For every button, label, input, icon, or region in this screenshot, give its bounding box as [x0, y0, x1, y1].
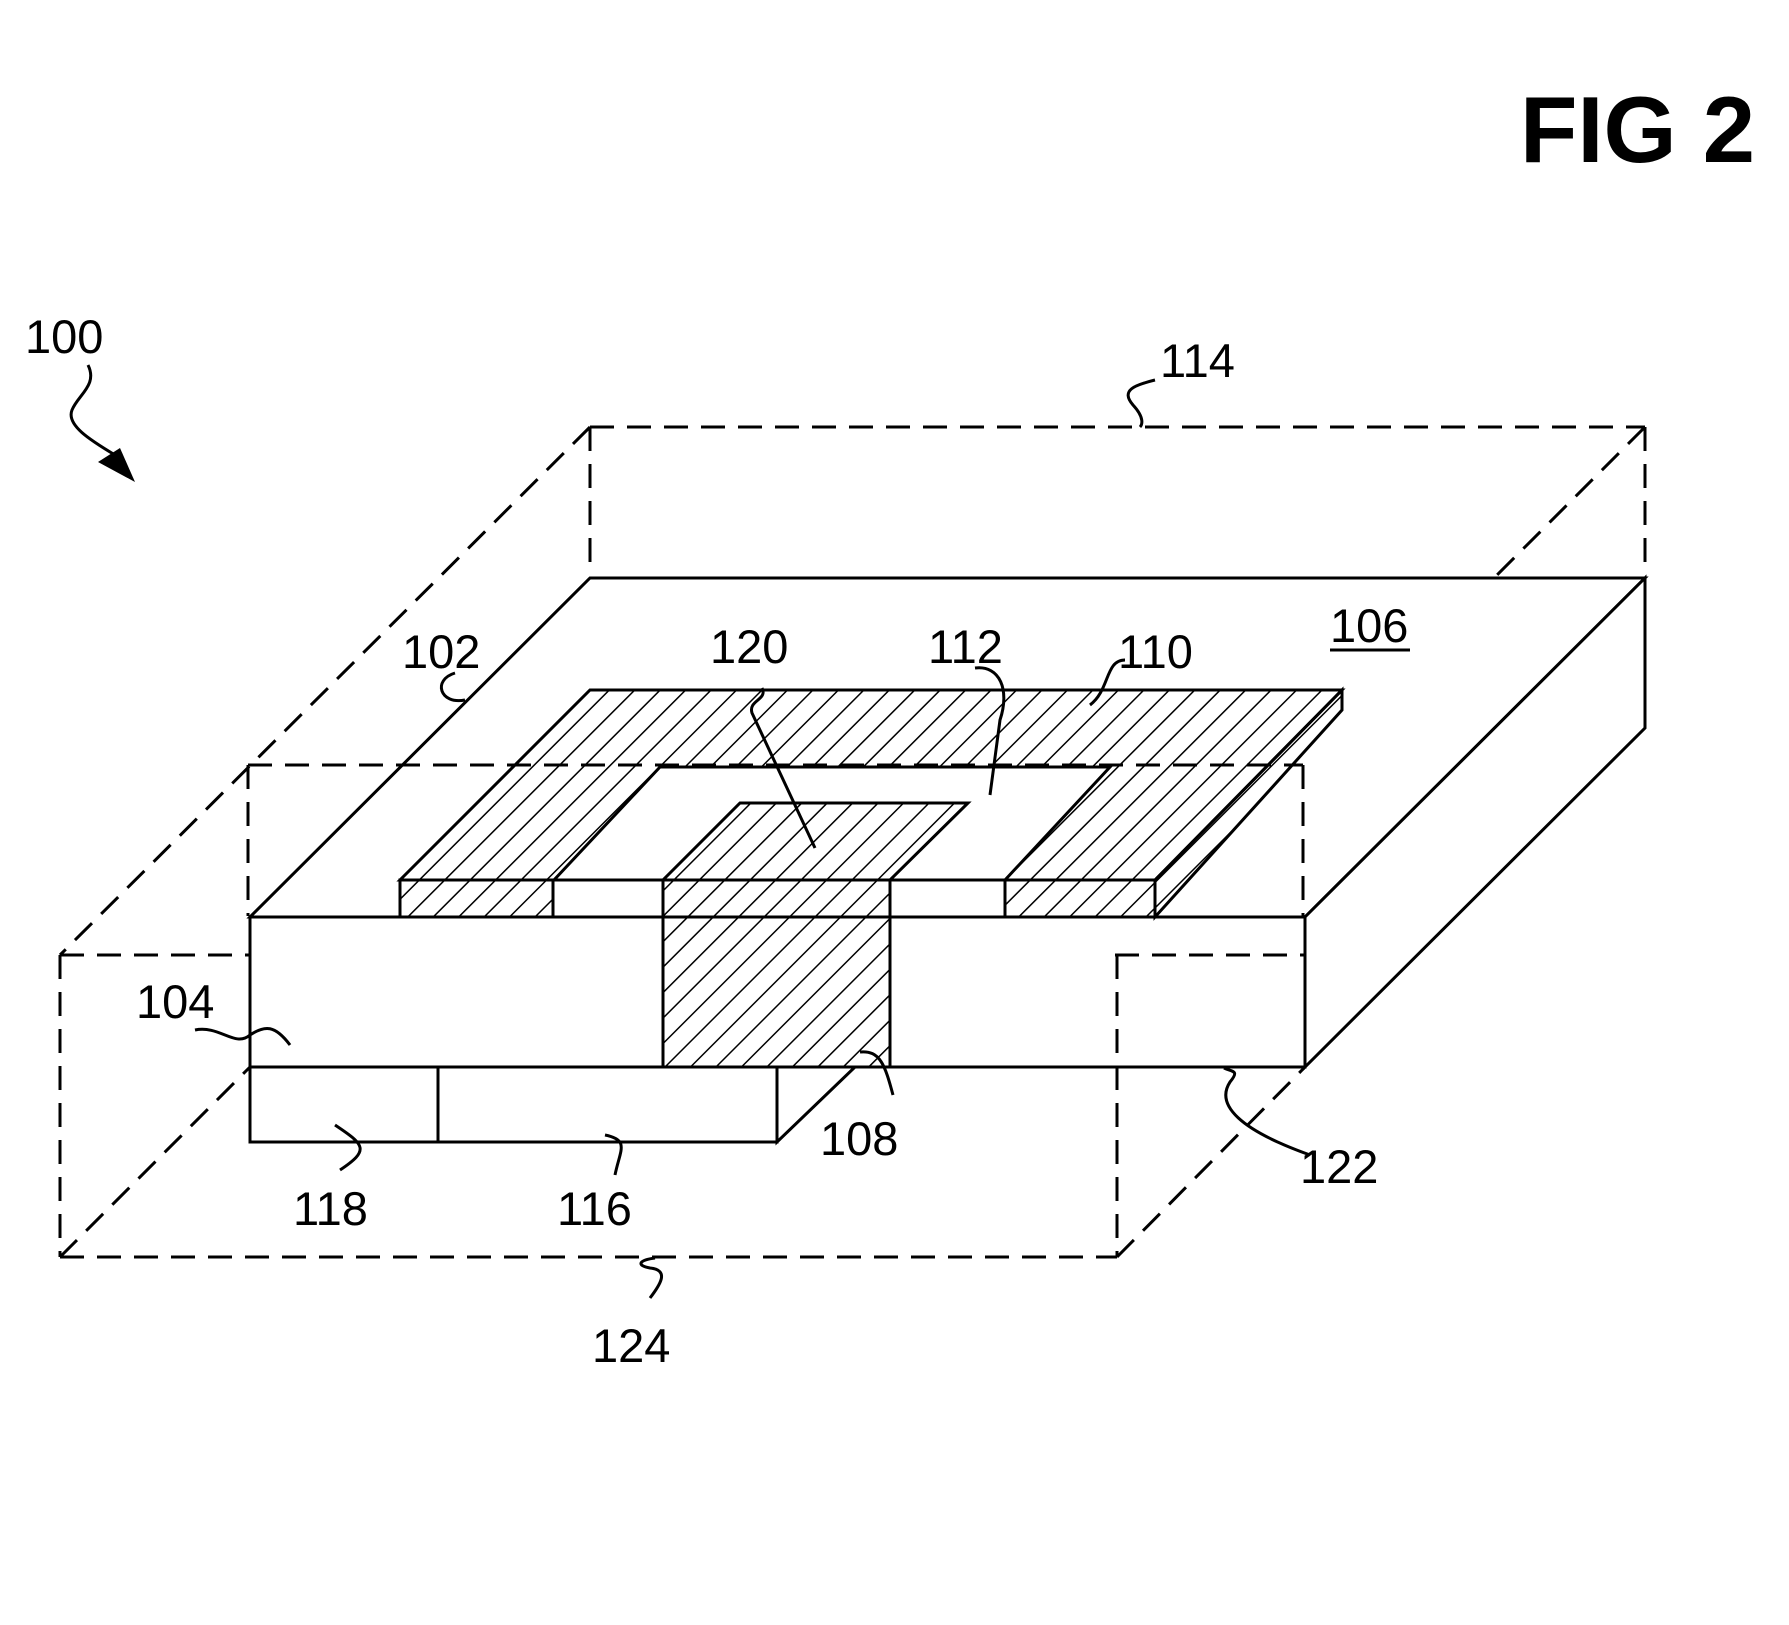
label-120: 120 — [710, 620, 788, 673]
leader-118 — [334, 1123, 362, 1172]
dashed-region-124 — [58, 953, 1307, 1259]
leader-116 — [604, 1133, 623, 1176]
hatched-pillar-108 — [659, 801, 972, 1069]
leader-114 — [1126, 378, 1156, 429]
label-122: 122 — [1300, 1140, 1378, 1193]
label-112: 112 — [928, 620, 1003, 673]
leader-lines — [194, 378, 1311, 1299]
label-118: 118 — [293, 1182, 368, 1235]
leader-108 — [859, 1050, 895, 1096]
leader-104 — [194, 1026, 292, 1046]
arrow-100 — [69, 364, 135, 482]
label-100: 100 — [25, 310, 103, 363]
label-114: 114 — [1160, 334, 1235, 387]
leader-122 — [1223, 1066, 1311, 1157]
leader-124 — [639, 1256, 663, 1299]
leader-120 — [750, 687, 817, 849]
label-124: 124 — [592, 1319, 670, 1372]
leader-112 — [974, 666, 1006, 796]
leader-110 — [1089, 658, 1126, 707]
bottom-blocks — [248, 1065, 859, 1146]
label-104: 104 — [136, 975, 214, 1028]
figure-title: FIG 2 — [1520, 77, 1755, 182]
label-102: 102 — [402, 625, 480, 678]
label-106: 106 — [1330, 599, 1408, 652]
leader-102 — [439, 671, 466, 703]
label-116: 116 — [557, 1182, 632, 1235]
label-108: 108 — [820, 1112, 898, 1165]
label-110: 110 — [1118, 625, 1193, 678]
